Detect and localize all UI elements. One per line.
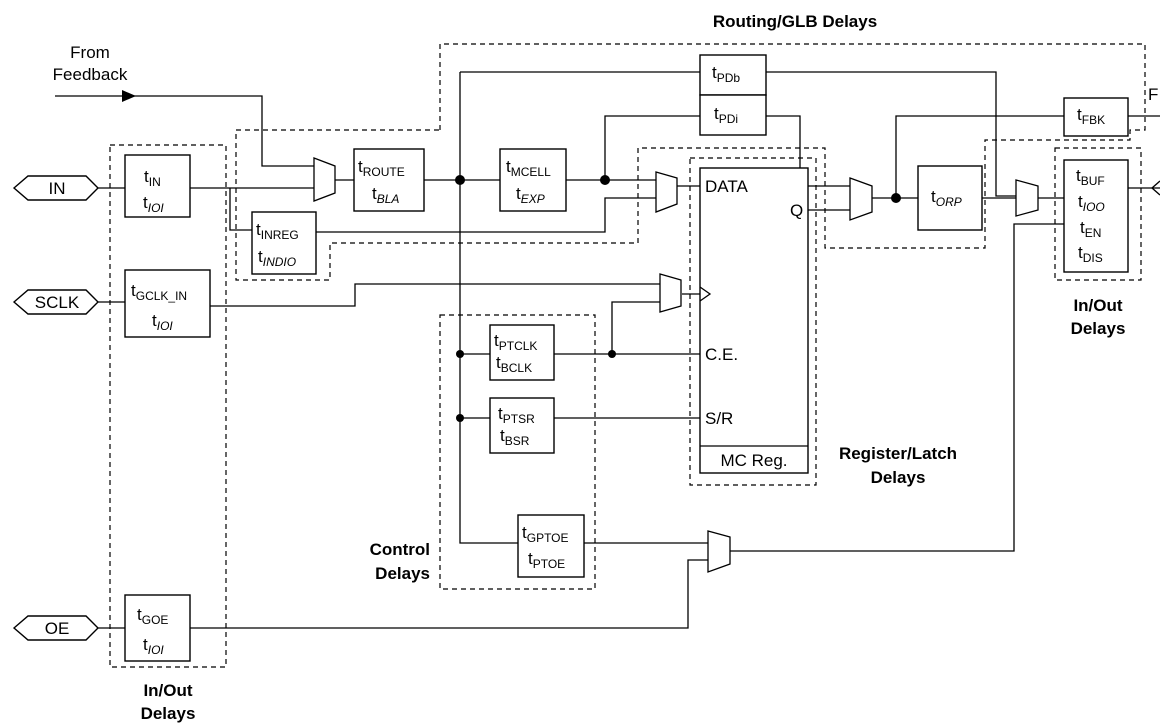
tin-label: tIN bbox=[144, 167, 161, 189]
junction-ptclk bbox=[456, 350, 464, 358]
feedback-wire bbox=[55, 95, 314, 167]
tinreg-label: tINREG bbox=[256, 220, 299, 242]
junction-ptsr bbox=[456, 414, 464, 422]
clock-mux bbox=[659, 273, 682, 313]
register-group-outline bbox=[689, 157, 817, 486]
tptclk-box bbox=[489, 324, 555, 381]
tioi-2-label: tIOI bbox=[152, 311, 173, 333]
wire-tgoe-to-oe-mux bbox=[190, 559, 708, 629]
inout-left-group-label-2: Delays bbox=[141, 704, 196, 723]
tgoe-box bbox=[124, 594, 191, 662]
register-group-label-2: Delays bbox=[871, 468, 926, 487]
oe-pad-label: OE bbox=[45, 619, 70, 638]
data-mux bbox=[655, 171, 678, 213]
routing-glb-group-outline bbox=[235, 43, 1146, 281]
tgclk-label: tGCLK_IN bbox=[131, 281, 187, 303]
from-feedback-label-2: Feedback bbox=[53, 65, 128, 84]
inout-left-group-outline bbox=[109, 144, 227, 668]
register-group-label-1: Register/Latch bbox=[839, 444, 957, 463]
tgoe-label: tGOE bbox=[137, 605, 168, 627]
tgclk-box bbox=[124, 269, 211, 338]
wire-mcell-node-to-tpdi bbox=[604, 115, 700, 180]
control-group-label-2: Delays bbox=[375, 564, 430, 583]
tbsr-label: tBSR bbox=[500, 426, 530, 448]
tgptoe-label: tGPTOE bbox=[522, 523, 569, 545]
wire-ce-node-to-clk-mux bbox=[611, 301, 660, 354]
control-group-outline bbox=[439, 314, 596, 590]
tbuf-box bbox=[1063, 159, 1129, 273]
torp-box bbox=[917, 165, 983, 231]
register-q-label: Q bbox=[790, 201, 803, 220]
wire-orp-node-to-tfbk bbox=[895, 115, 1064, 198]
inout-right-group-outline bbox=[1054, 147, 1142, 281]
troute-label: tROUTE bbox=[358, 157, 405, 179]
tin-box bbox=[124, 154, 191, 218]
tbclk-label: tBCLK bbox=[496, 353, 532, 375]
inout-right-group-label-2: Delays bbox=[1071, 319, 1126, 338]
junction-route bbox=[455, 175, 465, 185]
register-sr-label: S/R bbox=[705, 409, 733, 428]
inout-right-group-label-1: In/Out bbox=[1073, 296, 1122, 315]
torp-label: tORP bbox=[931, 187, 962, 209]
inout-left-group-label-1: In/Out bbox=[143, 681, 192, 700]
feedback-arrow bbox=[122, 90, 136, 102]
tdis-label: tDIS bbox=[1078, 243, 1103, 265]
wire-tpdi-to-orp-mux bbox=[766, 115, 850, 187]
sclk-pad-label: SCLK bbox=[35, 293, 80, 312]
junction-ce bbox=[608, 350, 616, 358]
output-mux bbox=[1015, 179, 1039, 217]
tptoe-label: tPTOE bbox=[528, 549, 565, 571]
texp-label: tEXP bbox=[516, 184, 545, 206]
tpdi-box bbox=[699, 94, 767, 136]
clock-input-triangle bbox=[699, 286, 712, 302]
tmcell-box bbox=[499, 148, 567, 212]
tpdb-label: tPDb bbox=[712, 63, 740, 85]
wire-tgclk-to-clk-mux bbox=[210, 283, 660, 307]
register-data-label: DATA bbox=[705, 177, 748, 196]
tgptoe-box bbox=[517, 514, 585, 578]
register-name-label: MC Reg. bbox=[720, 451, 787, 470]
tptsr-box bbox=[489, 397, 555, 454]
tioo-label: tIOO bbox=[1078, 192, 1105, 214]
feedback-out-label: F bbox=[1148, 85, 1158, 104]
tindio-label: tINDIO bbox=[258, 247, 296, 269]
tbuf-label: tBUF bbox=[1076, 166, 1105, 188]
tfbk-box bbox=[1063, 97, 1129, 137]
junction-mcell bbox=[600, 175, 610, 185]
tfbk-label: tFBK bbox=[1077, 105, 1105, 127]
tptsr-label: tPTSR bbox=[498, 404, 535, 426]
route-mux bbox=[313, 157, 336, 202]
tptclk-label: tPTCLK bbox=[494, 331, 537, 353]
tpdi-label: tPDi bbox=[714, 104, 738, 126]
tbla-label: tBLA bbox=[372, 184, 399, 206]
oe-mux bbox=[707, 530, 731, 573]
mc-register bbox=[699, 167, 809, 474]
wire-oe-mux-to-enable bbox=[730, 223, 1064, 552]
ten-label: tEN bbox=[1080, 218, 1101, 240]
wire-tpdb-to-q-mux bbox=[766, 71, 1016, 197]
in-pad-label: IN bbox=[49, 179, 66, 198]
junction-orp bbox=[891, 193, 901, 203]
tioi-3-label: tIOI bbox=[143, 635, 164, 657]
tinreg-box bbox=[251, 211, 317, 275]
register-ce-label: C.E. bbox=[705, 345, 738, 364]
routing-glb-group-label: Routing/GLB Delays bbox=[713, 12, 877, 31]
tioi-1-label: tIOI bbox=[143, 193, 164, 215]
tmcell-label: tMCELL bbox=[506, 157, 551, 179]
orp-mux bbox=[849, 177, 873, 221]
output-pad-partial bbox=[1151, 180, 1160, 196]
control-group-label-1: Control bbox=[370, 540, 430, 559]
wire-route-bus bbox=[459, 72, 518, 544]
troute-box bbox=[353, 148, 425, 212]
from-feedback-label-1: From bbox=[70, 43, 110, 62]
wire-tin-to-tinreg bbox=[229, 188, 252, 231]
